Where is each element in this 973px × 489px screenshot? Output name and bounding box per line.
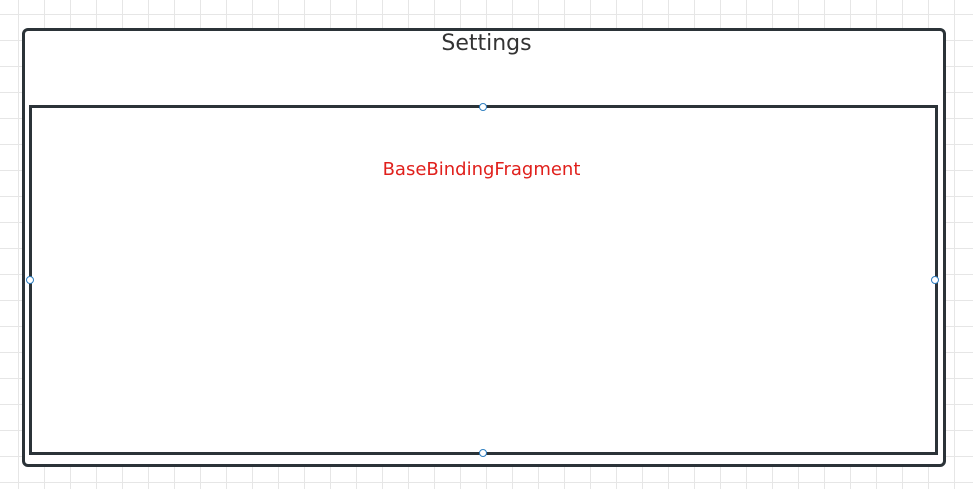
- fragment-label: BaseBindingFragment: [382, 159, 581, 180]
- connection-handle-left[interactable]: [26, 276, 34, 284]
- connection-handle-top[interactable]: [479, 103, 487, 111]
- container-title: Settings: [441, 31, 532, 56]
- connection-handle-bottom[interactable]: [479, 449, 487, 457]
- fragment-frame[interactable]: [29, 105, 938, 455]
- connection-handle-right[interactable]: [931, 276, 939, 284]
